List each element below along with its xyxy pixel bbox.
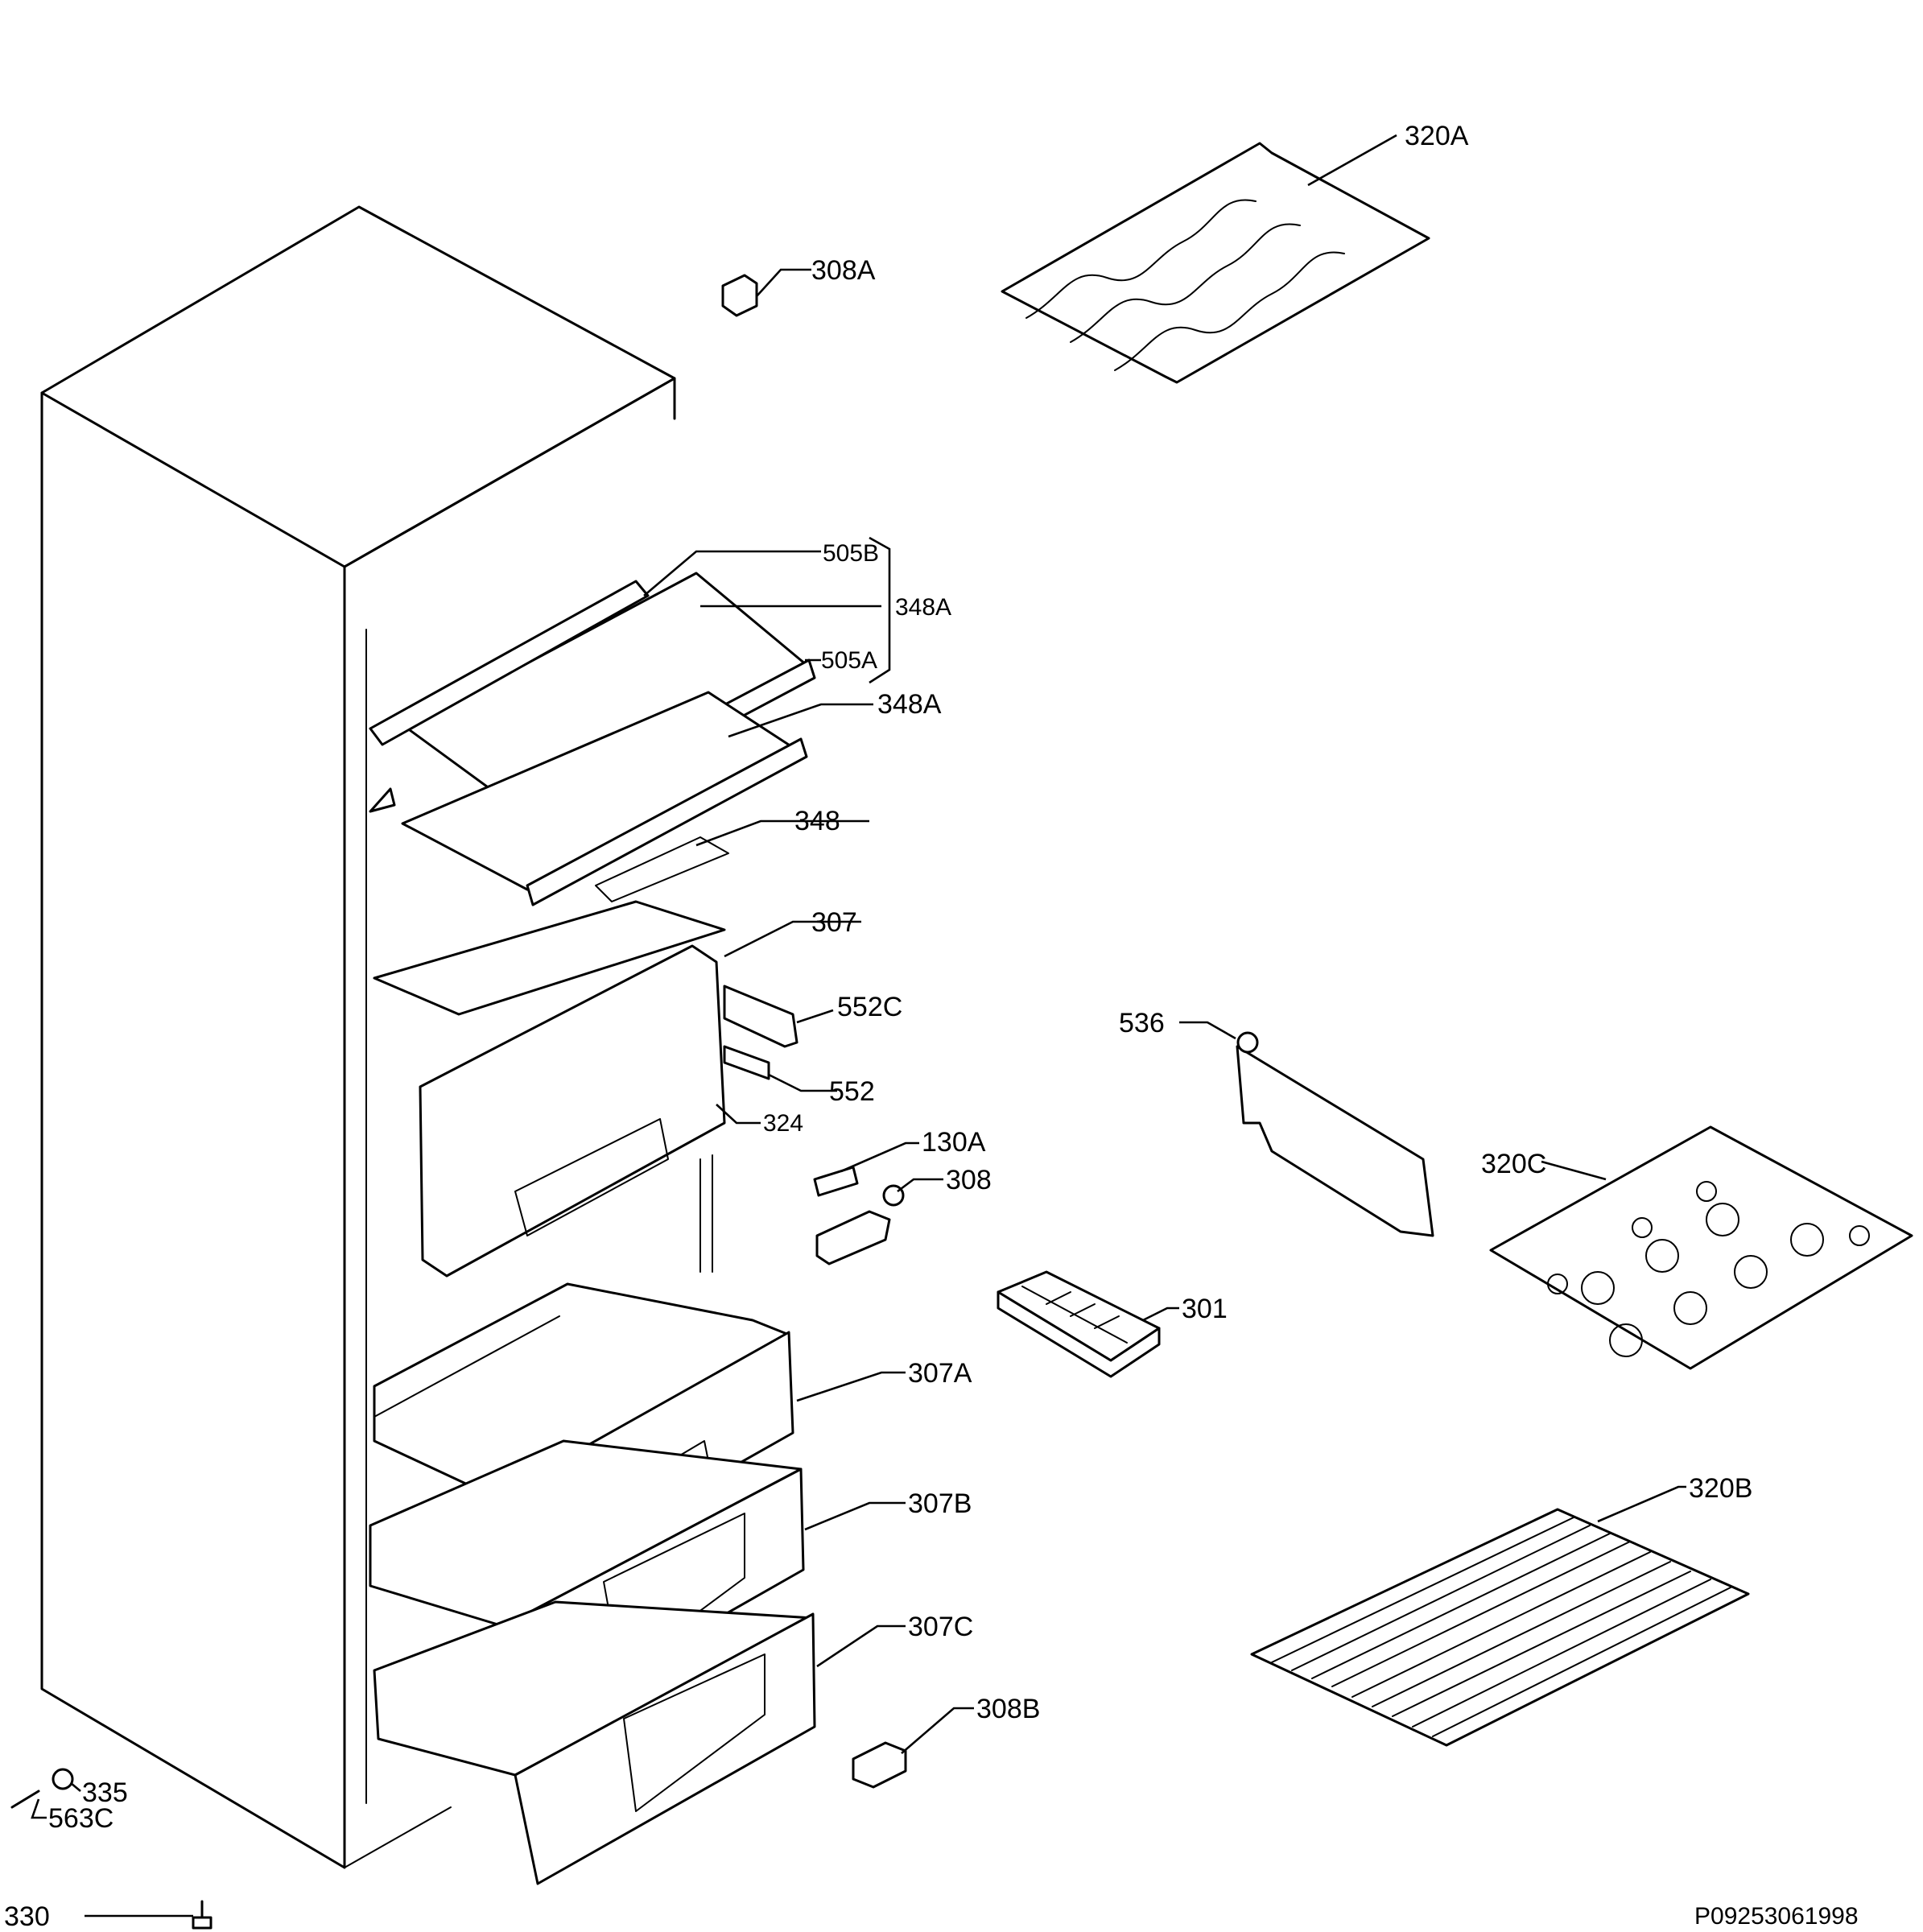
- callout-563C: 563C: [48, 1803, 113, 1834]
- callout-348A-group: 348A: [895, 594, 951, 621]
- part-335: [52, 1768, 74, 1790]
- hinge-308b: [852, 1741, 907, 1789]
- callout-348A: 348A: [877, 689, 942, 720]
- hinge-308: [815, 1184, 905, 1265]
- callout-307B: 307B: [908, 1488, 972, 1519]
- glass-shelf-middle: [369, 691, 808, 906]
- freezer-drawer-307c: [373, 1600, 816, 1885]
- callout-307C: 307C: [908, 1612, 973, 1642]
- callout-552: 552: [829, 1076, 875, 1107]
- leader-lines: [31, 134, 1686, 1918]
- part-130a: [813, 1166, 859, 1197]
- part-563c: [10, 1790, 40, 1809]
- callout-320C: 320C: [1481, 1149, 1546, 1179]
- drawing-code: P09253061998: [1694, 1903, 1859, 1930]
- callout-505A: 505A: [821, 647, 877, 674]
- cabinet-body: [40, 205, 676, 1869]
- callout-324: 324: [763, 1110, 803, 1137]
- flap-hinge-552c: [723, 985, 798, 1048]
- perforated-plate-320c: [1489, 1125, 1913, 1370]
- foot-screw-330: [192, 1900, 213, 1930]
- callout-505B: 505B: [823, 540, 879, 567]
- callout-320A: 320A: [1405, 121, 1469, 151]
- freezer-flap: [419, 944, 726, 1278]
- freezer-shelf: [373, 900, 726, 1016]
- callout-536: 536: [1119, 1008, 1165, 1038]
- callout-330: 330: [4, 1901, 50, 1932]
- flap-rail-552: [723, 1045, 770, 1080]
- wine-rack-320a: [1001, 142, 1430, 384]
- callout-308: 308: [946, 1165, 992, 1195]
- callout-348: 348: [794, 806, 840, 836]
- callout-335: 335: [82, 1777, 128, 1808]
- divider-536: [1236, 1031, 1434, 1237]
- callout-130A: 130A: [922, 1127, 986, 1158]
- hinge-308a: [721, 274, 758, 317]
- callout-308A: 308A: [811, 255, 876, 286]
- callout-301: 301: [1182, 1294, 1228, 1324]
- callout-307: 307: [811, 907, 857, 938]
- callout-320B: 320B: [1689, 1473, 1752, 1504]
- callout-307A: 307A: [908, 1358, 972, 1389]
- callout-308B: 308B: [976, 1694, 1040, 1724]
- wire-shelf-320b: [1250, 1508, 1750, 1747]
- callout-552C: 552C: [837, 992, 902, 1022]
- glass-shelf-348: [595, 836, 729, 902]
- ice-tray-301: [997, 1270, 1161, 1378]
